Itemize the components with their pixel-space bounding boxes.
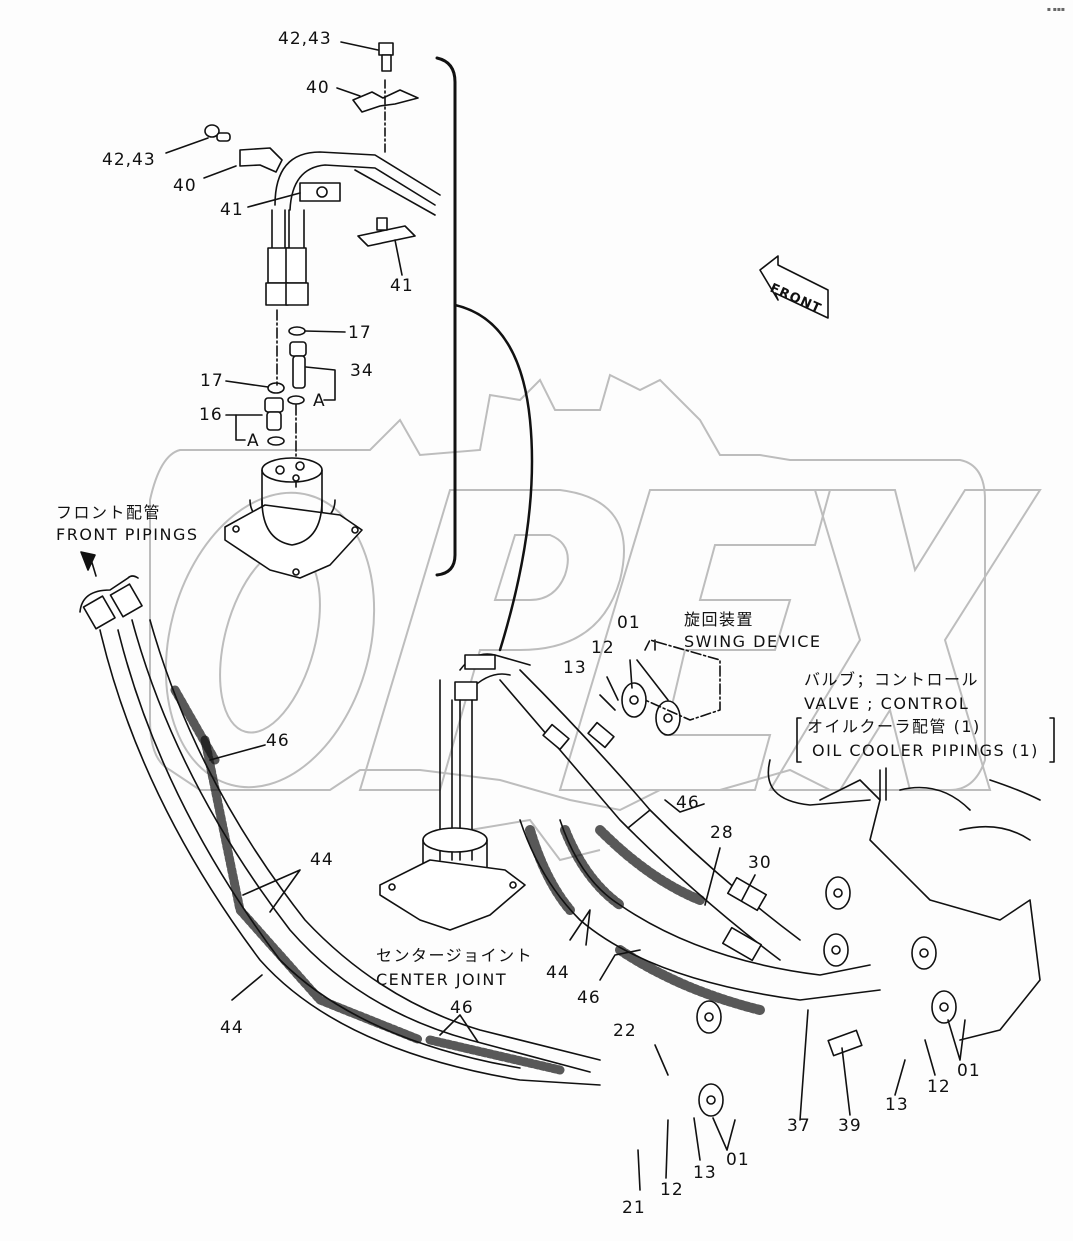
callout-28: 28 xyxy=(710,823,734,843)
front-pipings-caption: FRONT PIPINGS xyxy=(56,525,199,544)
front-hoses xyxy=(82,583,601,1086)
flange-icon xyxy=(698,1083,724,1117)
flange-icon xyxy=(931,990,957,1024)
front-direction-arrow xyxy=(759,255,829,319)
valve-control-caption: VALVE ; CONTROL xyxy=(804,694,970,713)
callout-12: 12 xyxy=(660,1180,684,1200)
callout-46: 46 xyxy=(266,731,290,751)
callout-44: 44 xyxy=(220,1018,244,1038)
center-joint-upper xyxy=(224,457,363,579)
callout-42-43: 42,43 xyxy=(278,29,332,49)
center-joint-lower xyxy=(379,653,531,931)
valve-hoses xyxy=(499,669,881,1057)
flange-icon xyxy=(655,700,681,736)
swing-device-caption: SWING DEVICE xyxy=(684,632,822,651)
callout-17: 17 xyxy=(200,371,224,391)
callout-46: 46 xyxy=(676,793,700,813)
callout-42-43: 42,43 xyxy=(102,150,156,170)
corner-mark: ▪ ▪▪▪ xyxy=(1046,6,1065,13)
callout-13: 13 xyxy=(693,1163,717,1183)
callout-22: 22 xyxy=(613,1021,637,1041)
callout-40: 40 xyxy=(173,176,197,196)
callout-39: 39 xyxy=(838,1116,862,1136)
callout-01: 01 xyxy=(617,613,641,633)
callout-13: 13 xyxy=(885,1095,909,1115)
callout-01: 01 xyxy=(726,1150,750,1170)
flange-icon xyxy=(823,933,849,967)
callout-17: 17 xyxy=(348,323,372,343)
flange-icon xyxy=(696,1000,722,1034)
callout-a: A xyxy=(247,431,260,451)
flange-icon xyxy=(825,876,851,910)
valve-control-caption-jp: バルブ；コントロール xyxy=(804,670,980,689)
callout-44: 44 xyxy=(310,850,334,870)
callout-a: A xyxy=(313,391,326,411)
callout-41: 41 xyxy=(390,276,414,296)
callout-44: 44 xyxy=(546,963,570,983)
oil-cooler-caption-jp: オイルクーラ配管 (1) xyxy=(807,717,981,736)
center-joint-caption: CENTER JOINT xyxy=(376,970,508,989)
oil-cooler-caption: OIL COOLER PIPINGS (1) xyxy=(812,741,1039,760)
callout-16: 16 xyxy=(199,405,223,425)
callout-34: 34 xyxy=(350,361,374,381)
callout-46: 46 xyxy=(450,998,474,1018)
callout-12: 12 xyxy=(591,638,615,658)
clamp-icon xyxy=(336,79,419,156)
flange-icon xyxy=(911,936,937,970)
clamp-icon xyxy=(203,147,283,179)
callout-12: 12 xyxy=(927,1077,951,1097)
callout-40: 40 xyxy=(306,78,330,98)
center-joint-caption-jp: センタージョイント xyxy=(376,946,534,965)
callout-37: 37 xyxy=(787,1116,811,1136)
front-pipings-caption-jp: フロント配管 xyxy=(56,503,162,522)
bolt-icon xyxy=(340,41,394,72)
callout-30: 30 xyxy=(748,853,772,873)
callout-46: 46 xyxy=(577,988,601,1008)
callout-01: 01 xyxy=(957,1061,981,1081)
flange-icon xyxy=(621,682,647,718)
callout-21: 21 xyxy=(622,1198,646,1218)
bolt-icon xyxy=(165,124,231,154)
callout-13: 13 xyxy=(563,658,587,678)
callout-41: 41 xyxy=(220,200,244,220)
swing-device-caption-jp: 旋回装置 xyxy=(684,610,755,629)
